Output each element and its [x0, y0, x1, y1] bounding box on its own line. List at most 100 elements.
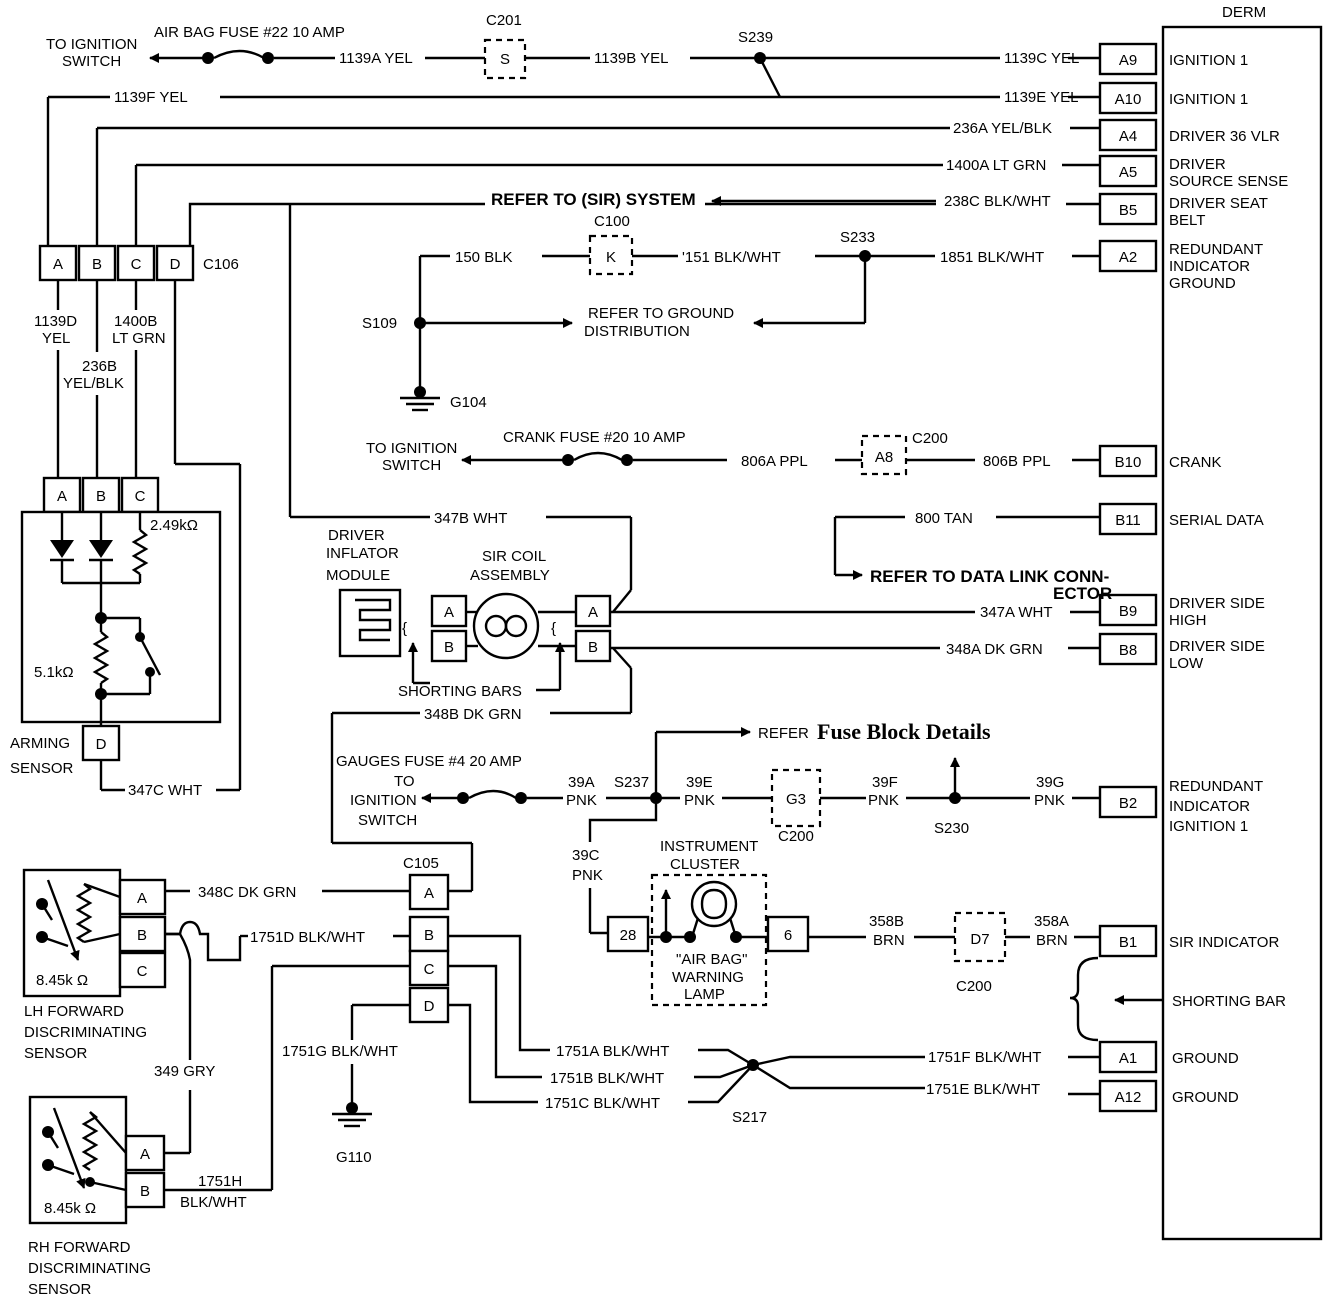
- pin-function: DRIVER SIDE: [1169, 638, 1265, 655]
- pin-function: REDUNDANT: [1169, 778, 1263, 795]
- splice-label: S109: [362, 315, 397, 332]
- derm-pin-b8: B8 DRIVER SIDE LOW: [1098, 632, 1265, 672]
- pin-label: B: [140, 1183, 150, 1200]
- brace-icon: {: [402, 620, 407, 637]
- ground-label: G110: [336, 1149, 372, 1166]
- pin-label: C: [131, 256, 142, 273]
- shorting-bars-label: SHORTING BARS: [398, 683, 522, 700]
- pin-function: GROUND: [1172, 1050, 1239, 1067]
- gauges-circuit: REFER Fuse Block Details GAUGES FUSE #4 …: [336, 719, 1100, 935]
- c106-feed-wires: 236A YEL/BLK 1400A LT GRN: [95, 120, 1100, 245]
- module-label: INFLATOR: [326, 545, 399, 562]
- connector-pin: D7: [970, 931, 989, 948]
- wire-label: 39A: [568, 774, 595, 791]
- derm-pin-a4: A4 DRIVER 36 VLR: [1098, 118, 1280, 152]
- pin-function: HIGH: [1169, 612, 1207, 629]
- pin-function: BELT: [1169, 212, 1205, 229]
- to-ignition-label: SWITCH: [358, 812, 417, 829]
- wire-label: 800 TAN: [915, 510, 973, 527]
- pin-label: B2: [1119, 795, 1137, 812]
- fuse-label: AIR BAG FUSE #22 10 AMP: [154, 24, 345, 41]
- connector-c200-d7: [953, 911, 1007, 963]
- derm-shorting-bar: SHORTING BAR: [1069, 956, 1286, 1042]
- pin-function: IGNITION 1: [1169, 818, 1248, 835]
- connector-label: C201: [486, 12, 522, 29]
- derm-pin-a12: A12 GROUND: [1098, 1079, 1239, 1113]
- arming-label: SENSOR: [10, 760, 74, 777]
- pin-label: A1: [1119, 1050, 1137, 1067]
- wire-label: 39G: [1036, 774, 1064, 791]
- wire-label: 236B: [82, 358, 117, 375]
- pin-function: SERIAL DATA: [1169, 512, 1264, 529]
- wire-label: 1139D: [34, 313, 77, 330]
- air-bag-fuse-circuit: TO IGNITION SWITCH AIR BAG FUSE #22 10 A…: [46, 12, 1100, 245]
- resistor-value: 8.45k Ω: [44, 1200, 96, 1217]
- wire-label: 347C WHT: [128, 782, 202, 799]
- pin-label: B: [92, 256, 102, 273]
- derm-pin-b2: B2 REDUNDANT INDICATOR IGNITION 1: [1098, 778, 1263, 835]
- wire-label: 806B PPL: [983, 453, 1051, 470]
- wire-label: 349 GRY: [154, 1063, 215, 1080]
- connector-c105: C105 A B C D 348C DK GRN 1751D BLK/WHT 1…: [165, 855, 1100, 1190]
- derm-pin-a2: A2 REDUNDANT INDICATOR GROUND: [1098, 239, 1263, 292]
- derm-pin-a1: A1 GROUND: [1098, 1040, 1239, 1074]
- pin-function: DRIVER 36 VLR: [1169, 128, 1280, 145]
- pin-label: A: [140, 1146, 150, 1163]
- derm-pin-a9: A9 IGNITION 1: [1098, 42, 1248, 76]
- derm-pin-b10: B10 CRANK: [1098, 444, 1222, 478]
- pin-label: A: [588, 604, 598, 621]
- pin-function: INDICATOR: [1169, 258, 1250, 275]
- serial-data-circuit: 800 TAN REFER TO DATA LINK CONN- ECTOR: [833, 510, 1112, 603]
- pin-label: A2: [1119, 249, 1137, 266]
- wire-label: PNK: [684, 792, 715, 809]
- pin-function: DRIVER: [1169, 156, 1226, 173]
- wire-label: 347A WHT: [980, 604, 1053, 621]
- ground-section: 238C BLK/WHT REFER TO (SIR) SYSTEM C100 …: [362, 188, 1100, 412]
- pin-label: 28: [620, 927, 637, 944]
- resistor-icon: [81, 1111, 99, 1171]
- cluster-label: CLUSTER: [670, 856, 740, 873]
- derm-pin-b11: B11 SERIAL DATA: [1098, 502, 1264, 536]
- wire-label: BRN: [1036, 932, 1068, 949]
- refer-data-link-label: ECTOR: [1053, 584, 1112, 603]
- wire-label: PNK: [566, 792, 597, 809]
- wire-label: 347B WHT: [434, 510, 507, 527]
- to-ignition-label: IGNITION: [350, 792, 417, 809]
- wire-label: 1139C YEL: [1004, 50, 1079, 67]
- fuse-label: CRANK FUSE #20 10 AMP: [503, 429, 686, 446]
- wire-label: LT GRN: [112, 330, 166, 347]
- wire-label: 1400B: [114, 313, 157, 330]
- pin-label: D: [170, 256, 181, 273]
- diode-icon: [50, 512, 74, 583]
- pin-label: A: [137, 890, 147, 907]
- coil-label: ASSEMBLY: [470, 567, 550, 584]
- refer-ground-label: DISTRIBUTION: [584, 323, 690, 340]
- pin-label: A: [57, 488, 67, 505]
- wire-label: 1139F YEL: [114, 89, 188, 106]
- wire-label: BRN: [873, 932, 905, 949]
- wire-label: 1139E YEL: [1004, 89, 1079, 106]
- pin-label: A12: [1115, 1089, 1142, 1106]
- lamp-label: LAMP: [684, 986, 725, 1003]
- fuse-label: GAUGES FUSE #4 20 AMP: [336, 753, 522, 770]
- wire-label: 39C: [572, 847, 600, 864]
- wire-label: 348C DK GRN: [198, 884, 296, 901]
- connector-label: C200: [778, 828, 814, 845]
- resistor-icon: [131, 512, 149, 583]
- resistor-value: 8.45k Ω: [36, 972, 88, 989]
- connector-c106: A B C D C106 1139D YEL 236B YEL/BLK 1400…: [34, 202, 1100, 790]
- pin-label: A: [53, 256, 63, 273]
- wire-label: 238C BLK/WHT: [944, 193, 1051, 210]
- pin-label: B8: [1119, 642, 1137, 659]
- pin-label: B: [444, 639, 454, 656]
- ground-g110-icon: [332, 1112, 372, 1128]
- ground-label: G104: [450, 394, 487, 411]
- wire-label: 150 BLK: [455, 249, 513, 266]
- resistor-icon: [75, 883, 93, 943]
- cluster-outline: [650, 873, 768, 1007]
- pin-label: A10: [1115, 91, 1142, 108]
- sensor-label: LH FORWARD: [24, 1003, 124, 1020]
- to-ignition-label: TO IGNITION: [366, 440, 457, 457]
- derm-pin-b1: B1 SIR INDICATOR: [1098, 924, 1279, 958]
- wire-label: 1139A YEL: [339, 50, 413, 67]
